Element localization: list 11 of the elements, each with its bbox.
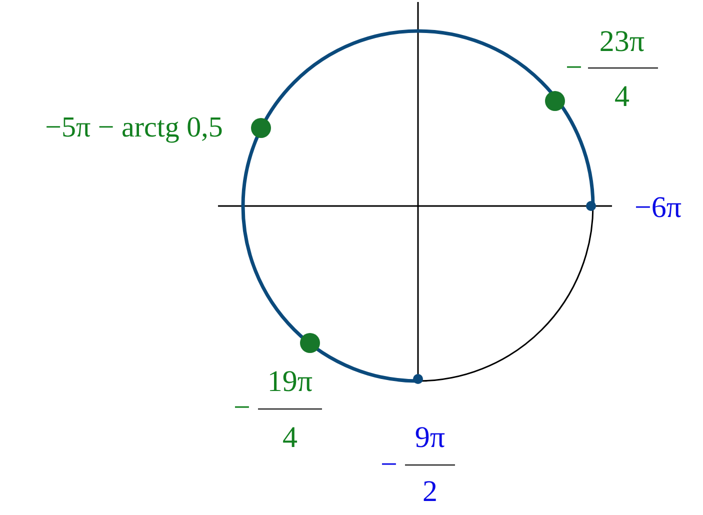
- angle-label: 4: [282, 423, 298, 453]
- angle-label: −: [380, 450, 398, 480]
- angle-label: −: [566, 53, 582, 83]
- angle-label: −5π − arctg 0,5: [45, 114, 223, 142]
- angle-label: 9π: [414, 423, 446, 453]
- angle-label: −: [234, 393, 250, 423]
- angle-label: 23π: [599, 27, 645, 57]
- angle-label: 19π: [267, 367, 313, 397]
- angle-label: 4: [614, 82, 630, 112]
- angle-label: −6π: [634, 193, 682, 223]
- angle-label: 2: [422, 477, 438, 507]
